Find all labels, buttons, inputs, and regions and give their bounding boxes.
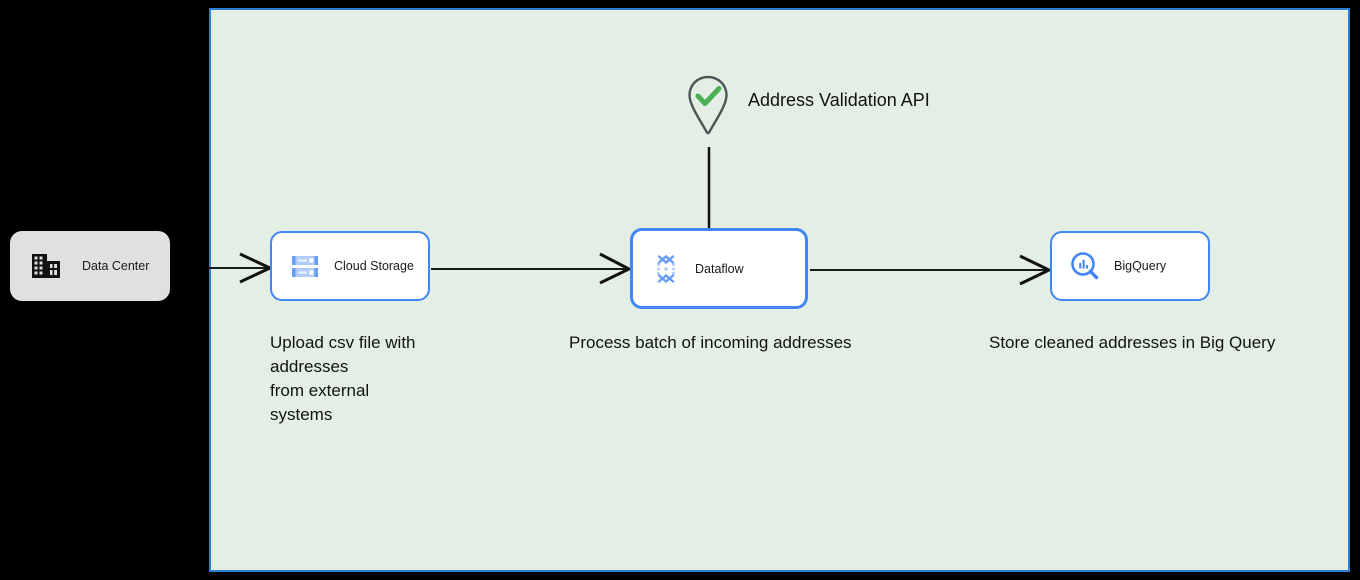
caption-upload-csv: Upload csv file with addresses from exte…	[270, 331, 500, 427]
cloud-storage-icon	[288, 249, 322, 283]
caption-line: addresses	[270, 357, 349, 376]
caption-line: from external	[270, 381, 370, 400]
node-data-center[interactable]: Data Center	[10, 231, 170, 301]
node-label-address-validation-api: Address Validation API	[748, 89, 978, 112]
node-label: Data Center	[82, 259, 150, 273]
node-label: Dataflow	[695, 261, 744, 276]
caption-line: Store cleaned addresses in Big Query	[989, 333, 1276, 352]
map-pin-check-icon	[688, 75, 728, 135]
dataflow-icon	[649, 252, 683, 286]
caption-line: Upload csv file with	[270, 333, 416, 352]
data-center-building-icon	[28, 248, 64, 284]
node-label: Cloud Storage	[334, 259, 414, 273]
caption-store-cleaned: Store cleaned addresses in Big Query	[989, 331, 1360, 355]
node-label: BigQuery	[1114, 259, 1167, 273]
caption-line: Process batch of incoming addresses	[569, 333, 852, 352]
label-line: Address Validation API	[748, 90, 930, 110]
caption-line: systems	[270, 405, 333, 424]
node-dataflow[interactable]: Dataflow	[630, 228, 808, 309]
node-address-validation-api[interactable]	[684, 74, 732, 136]
node-bigquery[interactable]: BigQuery	[1050, 231, 1210, 301]
caption-process-batch: Process batch of incoming addresses	[569, 331, 969, 355]
node-cloud-storage[interactable]: Cloud Storage	[270, 231, 430, 301]
bigquery-icon	[1068, 249, 1102, 283]
